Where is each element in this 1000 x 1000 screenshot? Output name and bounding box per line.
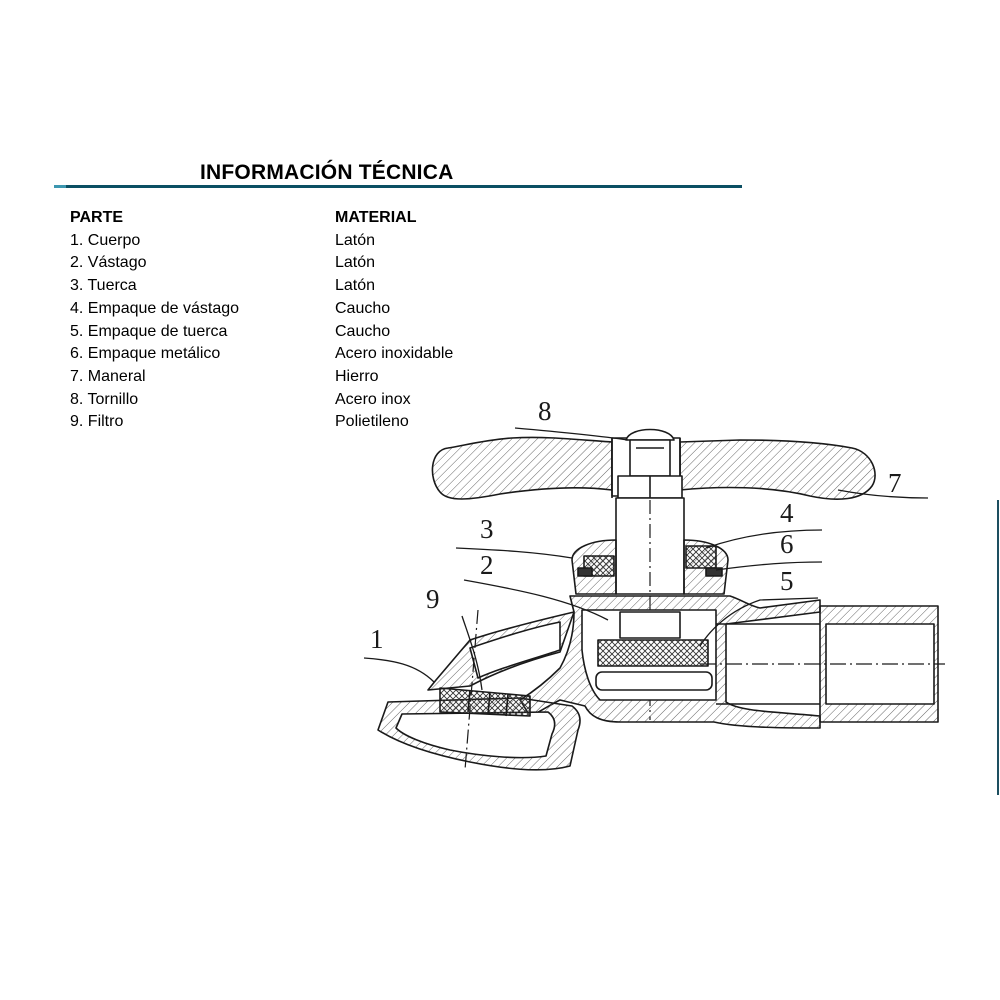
material-row: Acero inoxidable bbox=[335, 345, 454, 363]
callout-5: 5 bbox=[780, 566, 794, 596]
callout-6: 6 bbox=[780, 529, 794, 559]
material-row: Caucho bbox=[335, 322, 391, 340]
material-header: MATERIAL bbox=[335, 209, 417, 226]
part-row: 7. Maneral bbox=[70, 367, 146, 385]
part-row: 4. Empaque de vástago bbox=[70, 299, 240, 317]
title-rule bbox=[54, 185, 742, 188]
material-row: Latón bbox=[335, 231, 376, 249]
right-edge-line bbox=[997, 500, 999, 795]
stem-packing-shape bbox=[577, 545, 723, 577]
callout-7: 7 bbox=[888, 468, 902, 498]
callout-4: 4 bbox=[780, 498, 794, 528]
leader-lines bbox=[363, 427, 929, 691]
parts-column: PARTE 1. Cuerpo 2. Vástago 3. Tuerca 4. … bbox=[70, 207, 330, 434]
part-row: 1. Cuerpo bbox=[70, 231, 141, 249]
part-row: 5. Empaque de tuerca bbox=[70, 322, 228, 340]
material-row: Caucho bbox=[335, 299, 391, 317]
title-rule-main bbox=[66, 185, 742, 188]
callout-3: 3 bbox=[480, 514, 494, 544]
part-row: 8. Tornillo bbox=[70, 390, 139, 408]
part-row: 6. Empaque metálico bbox=[70, 345, 221, 363]
material-row: Polietileno bbox=[335, 413, 409, 431]
title-rule-lead bbox=[54, 185, 66, 188]
part-header: PARTE bbox=[70, 209, 124, 226]
callout-8: 8 bbox=[538, 396, 552, 426]
seat-packing-shape bbox=[595, 611, 713, 691]
materials-column: MATERIAL Latón Latón Latón Caucho Caucho… bbox=[335, 207, 535, 434]
callout-2: 2 bbox=[480, 550, 494, 580]
material-row: Latón bbox=[335, 254, 376, 272]
page-title: INFORMACIÓN TÉCNICA bbox=[200, 161, 454, 184]
callout-9: 9 bbox=[426, 584, 440, 614]
material-row: Latón bbox=[335, 277, 376, 295]
stem-shape bbox=[615, 497, 685, 720]
material-row: Acero inox bbox=[335, 390, 411, 408]
handle-shape bbox=[431, 436, 876, 500]
callout-1: 1 bbox=[370, 624, 384, 654]
part-row: 2. Vástago bbox=[70, 254, 147, 272]
material-row: Hierro bbox=[335, 367, 379, 385]
inlet-nozzle-shape bbox=[377, 609, 581, 771]
part-row: 9. Filtro bbox=[70, 413, 124, 431]
screw-shape bbox=[617, 428, 683, 499]
outlet-pipe-shape bbox=[700, 605, 945, 723]
part-row: 3. Tuerca bbox=[70, 277, 137, 295]
